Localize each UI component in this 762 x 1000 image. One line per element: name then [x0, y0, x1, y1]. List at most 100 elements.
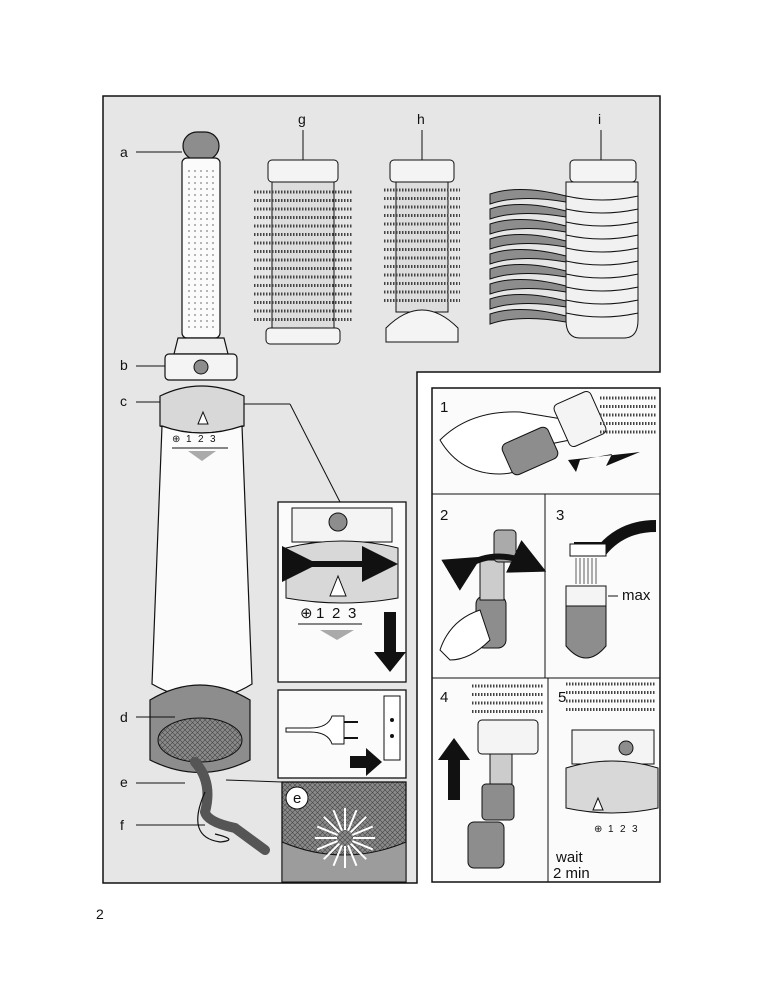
volumizer-fin — [489, 293, 567, 310]
label-g: g — [298, 111, 306, 127]
volumizer-fin — [489, 218, 567, 235]
label-h: h — [417, 111, 425, 127]
wait-label-line2: 2 min — [553, 865, 590, 882]
step-5-pointer — [592, 796, 604, 811]
brush-h-cap — [385, 309, 459, 343]
step-3-cap-top — [565, 585, 607, 607]
inset-dial-leader-d — [289, 403, 341, 503]
cool-shot-icon — [188, 451, 216, 461]
step-4-attachment-collar — [477, 719, 539, 755]
step-5-dial — [565, 760, 659, 814]
barrel-holes — [186, 170, 216, 330]
styler-device: ⊕ 1 2 3 — [149, 131, 270, 855]
steps-panel: 1 2 3 max 4 5 ⊕ — [431, 387, 661, 883]
label-b: b — [120, 357, 128, 373]
inset-fan-icon: ⊕ — [300, 605, 313, 622]
burst-ray — [323, 816, 341, 834]
volumizer-rib — [565, 247, 639, 253]
barrel-clip — [173, 337, 229, 355]
volumizer-fin — [489, 233, 567, 250]
brush-h-bristles — [384, 188, 460, 302]
step-1-number: 1 — [440, 399, 448, 416]
inset-filter-clean: e — [225, 779, 407, 883]
step-5-mark-1: 1 — [608, 824, 614, 835]
dust-burst-icon — [315, 808, 375, 868]
burst-ray — [316, 825, 338, 836]
burst-ray — [352, 840, 374, 851]
volumizer-fin — [489, 248, 567, 265]
step-3-cap-body — [565, 605, 607, 659]
socket-icon — [383, 695, 401, 761]
speed-dial — [159, 385, 245, 434]
page-number: 2 — [96, 906, 104, 922]
step-4-ring — [481, 783, 515, 821]
attachment-volumizer — [489, 159, 639, 339]
volumizer-rib — [565, 234, 639, 240]
socket-hole-top — [390, 718, 394, 722]
pull-arrow-icon — [568, 452, 640, 472]
dial-fan-icon: ⊕ — [172, 434, 180, 445]
step-2-hand-icon — [439, 609, 491, 661]
volumizer-rib — [565, 221, 639, 227]
step-4-bristles — [472, 684, 544, 713]
volumizer-ribs — [565, 195, 639, 318]
step-5-bristles — [566, 682, 656, 711]
volumizer-rib — [565, 299, 639, 305]
volumizer-collar — [569, 159, 637, 183]
wait-label-line1: wait — [555, 849, 584, 866]
volumizer-fins — [489, 188, 567, 325]
step-5-number: 5 — [558, 689, 566, 706]
volumizer-rib — [565, 195, 639, 201]
burst-ray — [323, 842, 341, 860]
push-arrow-icon — [438, 738, 470, 800]
twist-arrow-icon — [441, 540, 547, 591]
inset-cool-icon — [320, 630, 354, 640]
burst-ray — [347, 845, 358, 867]
inset-unplug — [277, 689, 407, 779]
inset-e-label: e — [293, 790, 301, 807]
unplug-arrow-icon — [350, 748, 382, 776]
volumizer-fin — [489, 188, 567, 205]
step-3-number: 3 — [556, 507, 564, 524]
inset-filter-leader — [225, 779, 283, 783]
volumizer-fin — [489, 203, 567, 220]
volumizer-rib — [565, 286, 639, 292]
brush-g-core — [271, 181, 335, 331]
dial-pointer — [197, 410, 209, 425]
faucet-spout — [569, 543, 607, 557]
release-button — [193, 359, 209, 375]
inset-mark-3: 3 — [348, 605, 356, 622]
brush-g-collar — [267, 159, 339, 183]
step-2-body — [479, 559, 505, 601]
inset-release-button — [328, 512, 348, 532]
burst-ray — [349, 816, 367, 834]
brush-g-bristles — [254, 190, 352, 321]
step-4-number: 4 — [440, 689, 448, 706]
tip-cap — [182, 131, 220, 161]
dial-mark-2: 2 — [198, 434, 204, 445]
air-intake-filter — [157, 717, 243, 763]
step-4-body — [489, 753, 513, 785]
volumizer-fin — [489, 308, 567, 325]
label-i: i — [598, 111, 601, 127]
burst-ray — [352, 825, 374, 836]
step-1-attachment — [553, 390, 607, 448]
slide-down-arrow-icon — [374, 612, 406, 672]
step-5-ring — [571, 729, 655, 765]
volumizer-rib — [565, 312, 639, 318]
label-e: e — [120, 774, 128, 790]
attachment-bristle-brush — [384, 159, 460, 343]
label-a: a — [120, 144, 128, 160]
inset-mark-1: 1 — [316, 605, 324, 622]
volumizer-fin — [489, 263, 567, 280]
label-c: c — [120, 393, 127, 409]
plug-icon — [285, 715, 345, 745]
max-label: max — [622, 587, 651, 604]
inset-dial-pointer — [329, 574, 347, 597]
volumizer-fin — [489, 278, 567, 295]
socket-hole-bottom — [390, 734, 394, 738]
volumizer-body — [565, 181, 639, 339]
step-5-mark-3: 3 — [632, 824, 638, 835]
burst-ray — [349, 842, 367, 860]
burst-ray — [347, 809, 358, 831]
